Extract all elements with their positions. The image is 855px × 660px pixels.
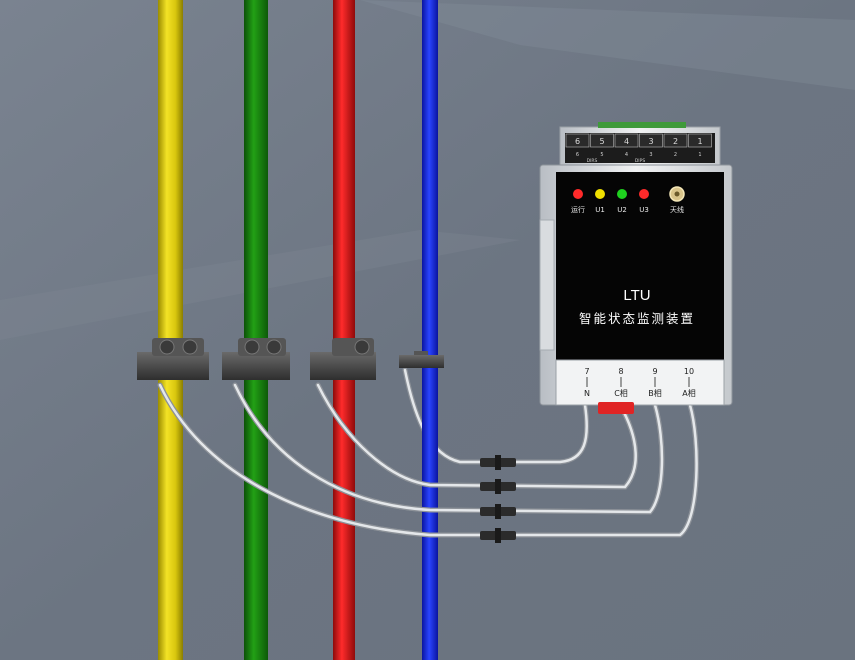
bottom-terminal: 9B相	[648, 367, 662, 398]
led-light	[639, 189, 649, 199]
top-terminal: 44	[614, 133, 639, 158]
ct-clamp-a	[137, 338, 209, 380]
ct-clamp-b	[222, 338, 290, 380]
top-terminal-sub: 1	[698, 152, 701, 158]
led-label: U3	[639, 206, 649, 214]
top-terminal-sub: 4	[625, 152, 628, 158]
top-terminal-number: 3	[648, 137, 653, 146]
terminal-number: 9	[652, 367, 657, 376]
top-terminal: 33	[639, 133, 663, 158]
phase-bar-c-red	[333, 0, 355, 660]
sensor-wires-front	[157, 382, 700, 538]
wire-connector	[480, 455, 516, 470]
bottom-terminal: 7N	[584, 367, 590, 398]
phase-bar-b-green	[244, 0, 268, 660]
top-terminal: 55	[590, 133, 614, 158]
red-connector	[598, 402, 634, 414]
bottom-terminal-block	[555, 359, 725, 406]
terminal-label: C相	[614, 388, 628, 398]
terminal-number: 8	[618, 367, 623, 376]
top-terminal-sub: 5	[600, 152, 603, 158]
top-terminal-number: 4	[624, 137, 629, 146]
top-terminal-number: 6	[575, 137, 580, 146]
indicator-led: U2	[617, 189, 627, 214]
led-light	[573, 189, 583, 199]
wire-connectors	[480, 455, 516, 543]
led-label: U1	[595, 206, 605, 214]
ct-clamp-n	[399, 351, 444, 368]
indicator-leds: 运行 U1 U2 U3	[571, 189, 649, 214]
terminal-label: N	[584, 389, 590, 398]
terminal-label: B相	[648, 388, 662, 398]
wire-connector	[480, 528, 516, 543]
device-model: LTU	[623, 287, 650, 304]
led-label: U2	[617, 206, 627, 214]
top-terminal-sub: 2	[674, 152, 677, 158]
device-name: 智能状态监测装置	[579, 311, 695, 326]
indicator-led: 运行	[571, 189, 585, 214]
top-terminal-number: 1	[697, 137, 702, 146]
device-front-panel	[556, 172, 724, 360]
top-terminal: 11	[688, 133, 712, 158]
ct-clamp-c	[310, 338, 376, 380]
terminal-number: 10	[684, 367, 694, 376]
top-group-label: DIRS	[587, 158, 598, 164]
wire-connector	[480, 479, 516, 494]
bottom-terminal: 8C相	[614, 367, 628, 398]
top-terminal: 22	[663, 133, 688, 158]
led-light	[617, 189, 627, 199]
background-shadow-band	[360, 0, 855, 90]
top-terminal-number: 5	[599, 137, 604, 146]
top-terminal-sub: 6	[576, 152, 579, 158]
phase-bar-a-yellow	[158, 0, 183, 660]
top-terminal-sub: 3	[649, 152, 652, 158]
antenna-connector: 天线	[669, 186, 685, 214]
indicator-led: U1	[595, 189, 605, 214]
wire-connector	[480, 504, 516, 519]
terminal-label: A相	[682, 388, 695, 398]
antenna-label: 天线	[670, 205, 684, 214]
terminal-number: 7	[584, 367, 589, 376]
phase-bar-n-blue	[422, 0, 438, 660]
led-light	[595, 189, 605, 199]
top-group-label: DIPS	[635, 158, 646, 164]
led-label: 运行	[571, 205, 585, 214]
top-terminal-number: 2	[673, 137, 678, 146]
top-terminal: 66	[565, 133, 590, 158]
indicator-led: U3	[639, 189, 649, 214]
